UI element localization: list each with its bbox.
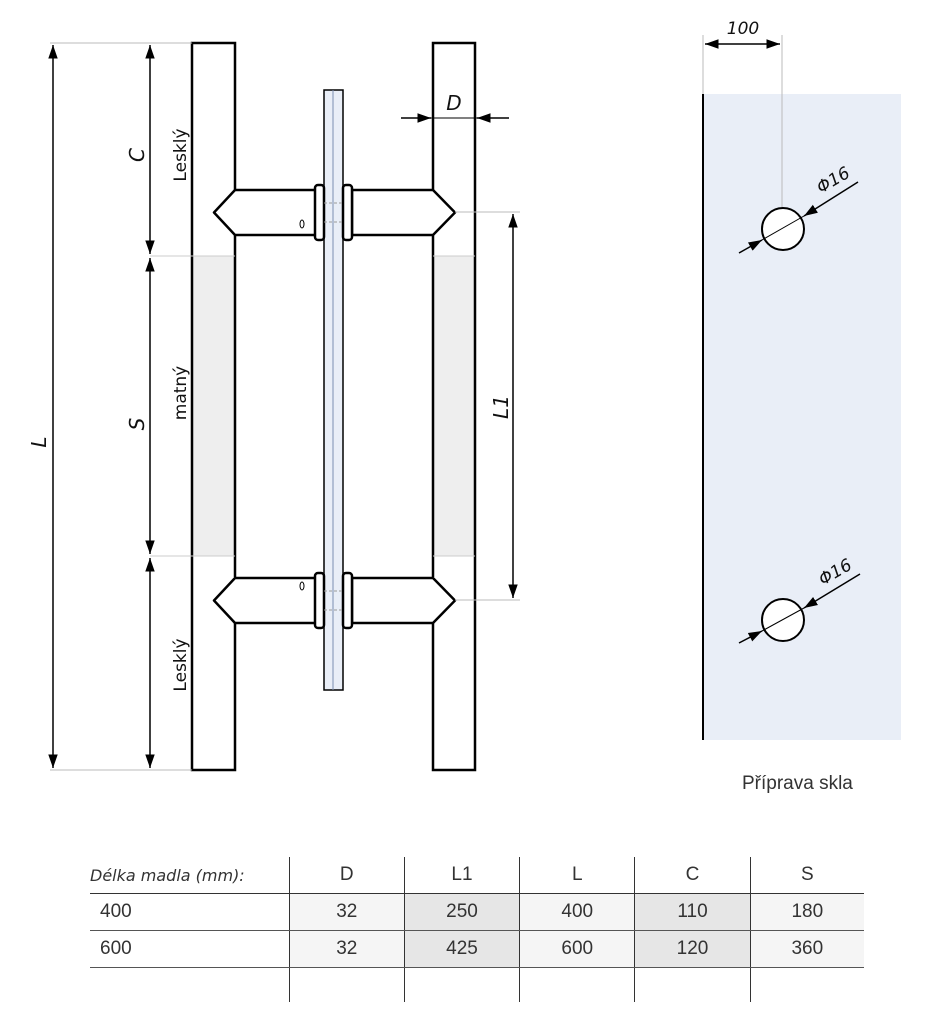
table-cell: 400 [90,893,290,931]
column-header-C: C [634,857,751,894]
dimension-label-L: L [27,436,51,447]
dimension-label-D: D [446,91,461,115]
table-row: 600 32 425 600 120 360 [90,930,864,968]
right-bar [431,41,477,772]
table-empty-row [90,967,864,1002]
glass-preparation-view: 100 Φ16 Φ16 [702,19,901,740]
table-cell: 32 [288,930,405,968]
table-cell: 400 [519,893,635,931]
column-header-L: L [519,857,635,894]
glass-panel [703,94,901,740]
table-row: 400 32 250 400 110 180 [90,893,864,931]
hole-top [761,207,805,251]
matte-section-left [192,256,235,556]
column-header-length: Délka madla (mm): [90,857,290,894]
dimension-label-S: S [125,417,149,430]
surface-label-glossy-bottom: Lesklý [171,638,191,691]
dimension-label-L1: L1 [489,395,513,419]
table-cell: 600 [90,930,290,968]
top-connector [212,183,457,242]
handle-side-view [150,41,477,772]
table-cell: 120 [634,930,751,968]
table-cell: 110 [634,893,751,931]
column-header-S: S [749,857,864,894]
table-cell: 600 [519,930,635,968]
glass-preparation-caption: Příprava skla [742,773,853,794]
bottom-connector [212,571,457,630]
dimension-label-C: C [125,148,149,162]
table-cell: 250 [403,893,520,931]
table-cell: 32 [288,893,405,931]
table-cell: 425 [403,930,520,968]
left-bar [190,41,237,772]
table-header-row: Délka madla (mm): D L1 L C S [90,857,864,894]
surface-label-matte: matný [171,366,191,420]
table-cell: 360 [749,930,864,968]
dimensions-table: Délka madla (mm): D L1 L C S 400 32 250 … [90,857,864,1002]
column-header-L1: L1 [403,857,520,894]
matte-section-right [433,256,475,556]
column-header-D: D [288,857,405,894]
table-cell: 180 [749,893,864,931]
dimension-label-100: 100 [727,19,759,39]
technical-drawing: L C S L1 D Lesklý matný Lesklý 100 Φ16 [27,19,901,772]
surface-label-glossy-top: Lesklý [171,128,191,181]
